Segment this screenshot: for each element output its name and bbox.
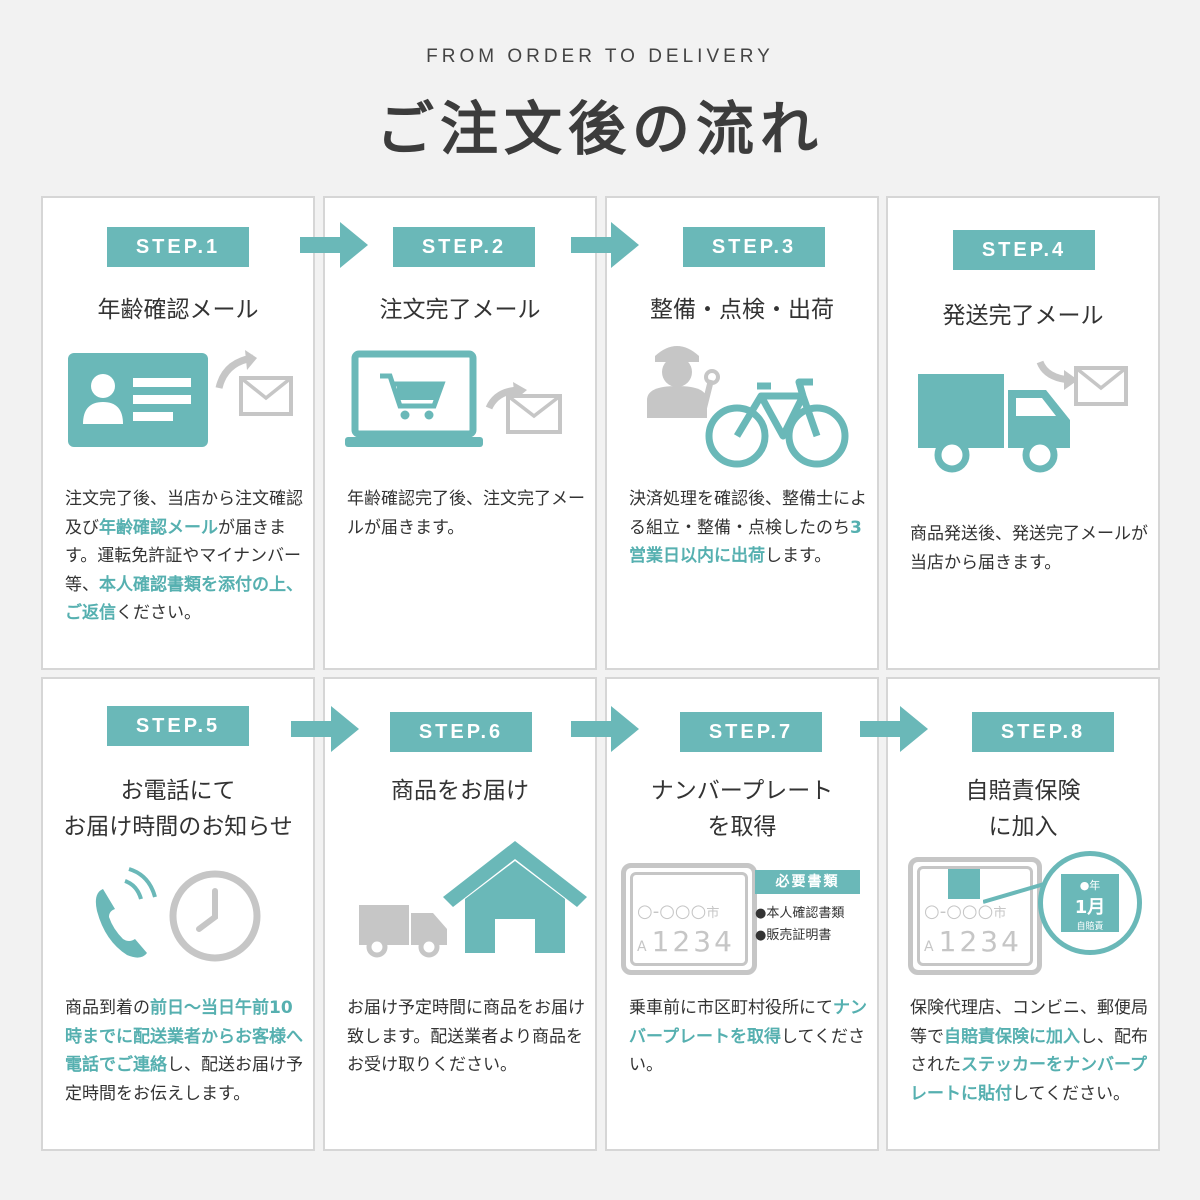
step-badge: STEP.1: [107, 227, 249, 267]
flow-arrow-icon: [291, 706, 359, 752]
step-title: ナンバープレート を取得: [650, 778, 834, 840]
id-card-mail-icon: [68, 350, 293, 447]
step-card-7: STEP.7 ナンバープレート を取得 ○-○○○市 A 1234 必要書類 ●…: [605, 677, 879, 1151]
step-card-2: STEP.2 注文完了メール 年齢確認完了後、注文完了メールが届きます。: [323, 196, 597, 670]
step-card-5: STEP.5 お電話にて お届け時間のお知らせ 商品到着の前日〜当日午前10時ま…: [41, 677, 315, 1151]
eyebrow-text: FROM ORDER TO DELIVERY: [426, 46, 774, 67]
step-body: お届け予定時間に商品をお届け致します。配送業者より商品をお受け取りください。: [347, 998, 585, 1075]
truck-house-icon: [359, 841, 587, 958]
flow-arrow-icon: [571, 222, 639, 268]
step-card-4: STEP.4 発送完了メール 商品発送後、発送完了メールが当店から届きます。: [886, 196, 1160, 670]
step-badge: STEP.6: [390, 712, 532, 752]
laptop-cart-mail-icon: [345, 350, 562, 447]
step-body: 注文完了後、当店から注文確認及び年齢確認メールが届きます。運転免許証やマイナンバ…: [65, 489, 303, 623]
step-title: 年齢確認メール: [97, 297, 259, 323]
flow-arrow-icon: [571, 706, 639, 752]
step-body: 商品発送後、発送完了メールが当店から届きます。: [910, 524, 1148, 573]
step-title: 注文完了メール: [379, 297, 541, 323]
step-card-8: STEP.8 自賠責保険 に加入 ○-○○○市 A 1234 ●年 1月 自賠責…: [886, 677, 1160, 1151]
step-badge: STEP.8: [972, 712, 1114, 752]
required-docs-header: 必要書類: [755, 870, 860, 894]
small-sticker-icon: [948, 869, 980, 899]
step-body: 保険代理店、コンビニ、郵便局等で自賠責保険に加入し、配布されたステッカーをナンバ…: [910, 998, 1148, 1104]
required-docs-list: ●本人確認書類 ●販売証明書: [755, 903, 844, 947]
insurance-sticker-icon: ●年 1月 自賠責: [1038, 851, 1142, 955]
step-badge: STEP.7: [680, 712, 822, 752]
step-body: 商品到着の前日〜当日午前10時までに配送業者からお客様へ電話でご連絡し、配送お届…: [65, 998, 303, 1104]
step-badge: STEP.2: [393, 227, 535, 267]
step-card-3: STEP.3 整備・点検・出荷 決済処理を確認後、整備士による組立・整備・点検し…: [605, 196, 879, 670]
step-body: 乗車前に市区町村役所にてナンバープレートを取得してください。: [629, 998, 867, 1075]
page-title: ご注文後の流れ: [375, 95, 824, 163]
step-title: お電話にて お届け時間のお知らせ: [63, 778, 293, 840]
required-doc-item: ●販売証明書: [755, 928, 832, 943]
step-badge: STEP.5: [107, 706, 249, 746]
step-title: 発送完了メール: [942, 303, 1104, 329]
number-plate-icon: ○-○○○市 A 1234: [621, 863, 757, 975]
flow-arrow-icon: [860, 706, 928, 752]
step-badge: STEP.4: [953, 230, 1095, 270]
step-card-6: STEP.6 商品をお届け お届け予定時間に商品をお届け致します。配送業者より商…: [323, 677, 597, 1151]
required-doc-item: ●本人確認書類: [755, 906, 845, 921]
step-card-1: STEP.1 年齢確認メール 注文完了後、当店から注文確認及び年齢確認メールが届…: [41, 196, 315, 670]
flow-arrow-icon: [300, 222, 368, 268]
mechanic-bicycle-icon: [647, 346, 849, 468]
truck-mail-icon: [918, 360, 1128, 473]
step-badge: STEP.3: [683, 227, 825, 267]
number-plate-icon: ○-○○○市 A 1234: [908, 857, 1042, 975]
step-body: 年齢確認完了後、注文完了メールが届きます。: [347, 489, 585, 538]
step-title: 自賠責保険 に加入: [965, 778, 1081, 840]
step-body: 決済処理を確認後、整備士による組立・整備・点検したのち3営業日以内に出荷します。: [629, 489, 867, 566]
step-title: 商品をお届け: [391, 778, 529, 804]
phone-clock-icon: [95, 867, 261, 962]
step-title: 整備・点検・出荷: [650, 297, 834, 323]
